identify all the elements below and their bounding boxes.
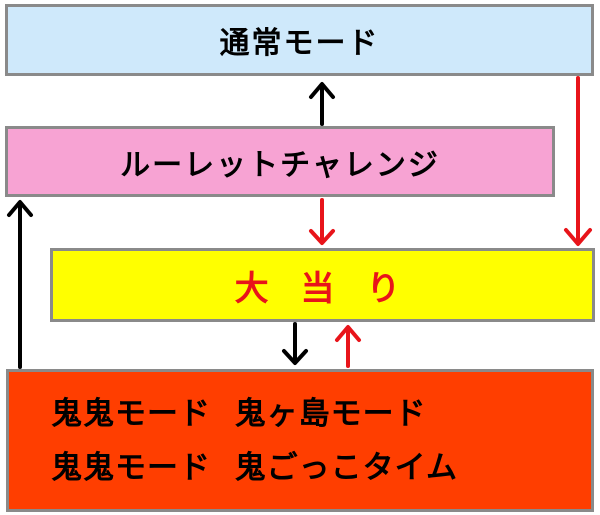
oni-modes-line-2: 鬼鬼モード 鬼ごっこタイム [51, 449, 458, 486]
oni-modes-line-1: 鬼鬼モード 鬼ヶ島モード [51, 395, 427, 432]
roulette-challenge-box: ルーレットチャレンジ [5, 126, 555, 197]
arrow-oni-to-jackpot [335, 325, 361, 368]
normal-mode-label: 通常モード [219, 26, 380, 61]
normal-mode-box: 通常モード [5, 4, 594, 76]
oni-modes-box: 鬼鬼モード 鬼ヶ島モード 鬼鬼モード 鬼ごっこタイム [6, 369, 594, 512]
arrow-oni-to-roulette [7, 200, 33, 369]
jackpot-box: 大 当 り [50, 248, 595, 322]
arrow-roulette-to-jackpot [309, 198, 335, 245]
jackpot-label: 大 当 り [234, 268, 411, 309]
arrow-normal-to-jackpot [564, 76, 592, 246]
arrow-jackpot-to-oni [282, 322, 308, 365]
arrow-roulette-to-normal [309, 82, 335, 126]
roulette-challenge-label: ルーレットチャレンジ [120, 147, 440, 183]
